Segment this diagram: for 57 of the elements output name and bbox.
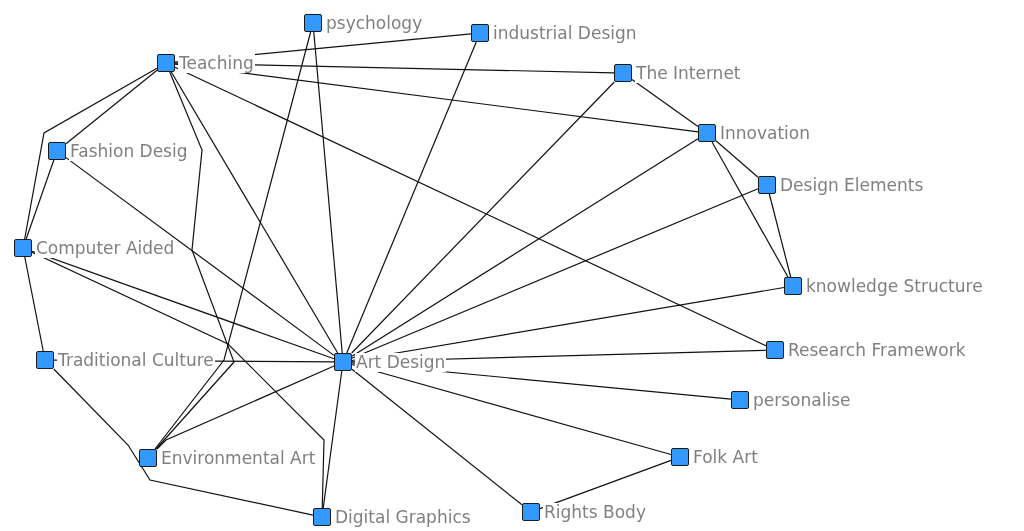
connector-line: [351, 368, 523, 506]
network-node: [139, 449, 317, 467]
network-node: [14, 239, 176, 257]
node-label: The Internet: [635, 63, 742, 83]
network-node: [157, 54, 255, 72]
network-node: [784, 277, 984, 295]
connector-line: [322, 370, 343, 509]
network-node: [334, 353, 447, 371]
node-label: industrial Design: [492, 23, 638, 43]
connector-line: [711, 141, 789, 278]
network-node: [522, 503, 647, 521]
connector-line: [715, 140, 759, 178]
connector-line: [31, 250, 335, 360]
connector-line: [65, 157, 335, 356]
connector-line: [351, 81, 615, 354]
node-label: knowledge Structure: [805, 276, 984, 296]
node-label: Computer Aided: [35, 238, 176, 258]
network-node: [304, 14, 424, 32]
node-label: Innovation: [719, 123, 811, 143]
network-node: [471, 24, 638, 42]
network-node: [614, 64, 742, 82]
connector-line: [174, 66, 767, 347]
connector-line: [539, 459, 672, 510]
connector-line: [170, 71, 339, 354]
connector-line: [24, 256, 44, 352]
connector-line: [768, 193, 792, 278]
node-label: Fashion Desig: [69, 141, 189, 161]
connector-line: [631, 78, 699, 128]
node-label: personalise: [752, 390, 852, 410]
network-node: [758, 176, 925, 194]
connector-line: [346, 41, 477, 354]
network-node: [671, 448, 759, 466]
connector-line: [154, 31, 312, 450]
connector-line: [351, 363, 672, 456]
node-label: Rights Body: [543, 502, 647, 522]
connector-line: [156, 365, 335, 450]
connector-line: [25, 159, 55, 240]
connector-line: [155, 71, 235, 450]
node-label: psychology: [325, 13, 424, 33]
connector-line: [31, 251, 325, 509]
connector-line: [351, 286, 785, 362]
node-label: Teaching: [178, 53, 255, 73]
network-node: [36, 351, 215, 369]
network-node: [766, 341, 967, 359]
connector-line: [351, 138, 699, 357]
network-node: [698, 124, 811, 142]
node-label: Digital Graphics: [334, 507, 472, 527]
network-node: [313, 508, 472, 526]
node-label: Art Design: [355, 352, 447, 372]
connector-line: [53, 368, 314, 516]
node-label: Design Elements: [779, 175, 925, 195]
network-node: [48, 142, 189, 160]
connector-line: [65, 69, 158, 145]
connector-line: [313, 31, 343, 354]
network-node: [731, 391, 852, 409]
connector-line: [24, 67, 158, 240]
connector-line: [351, 188, 759, 359]
